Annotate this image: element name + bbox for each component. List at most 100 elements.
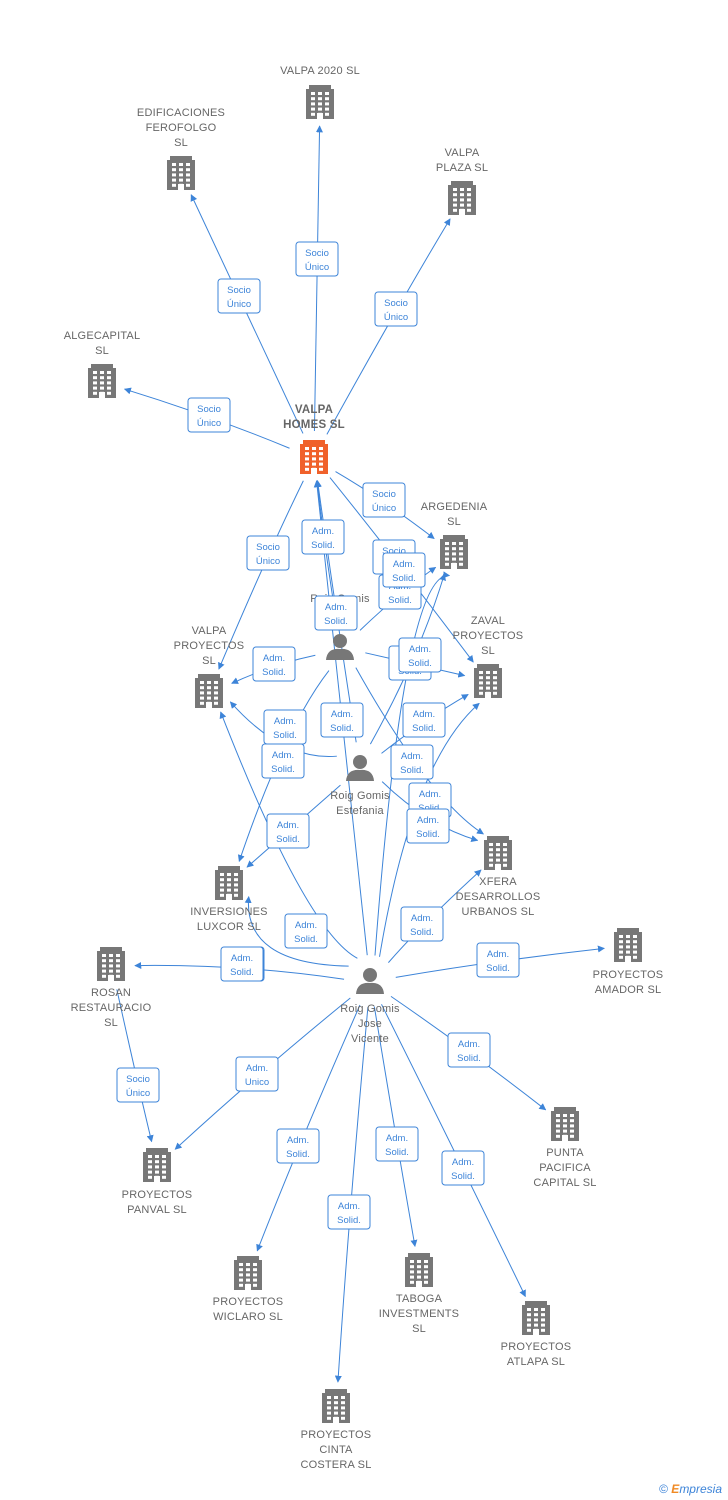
edge-label-box (362, 482, 406, 518)
edge-label-text: Adm. (401, 751, 423, 762)
node-label: PROYECTOS (501, 1341, 572, 1353)
node-label: DESARROLLOS (456, 891, 541, 903)
node-label: CINTA (319, 1444, 353, 1456)
building-icon (167, 156, 195, 190)
edge-label[interactable]: Adm.Solid. (441, 1150, 485, 1186)
edge-label[interactable]: Adm.Solid. (220, 946, 264, 982)
edge-label-text: Solid. (408, 658, 432, 669)
edge-label-text: Adm. (331, 709, 353, 720)
edge-label-text: Adm. (246, 1063, 268, 1074)
edge-label[interactable]: Adm.Solid. (284, 913, 328, 949)
edge-label[interactable]: Adm.Solid. (398, 637, 442, 673)
building-icon (322, 1389, 350, 1423)
edge-label[interactable]: Adm.Solid. (390, 744, 434, 780)
edge-label-text: Solid. (410, 927, 434, 938)
edge-label[interactable]: Adm.Solid. (314, 595, 358, 631)
node-label: SL (104, 1017, 118, 1029)
edge-label-box (398, 637, 442, 673)
edge-label-text: Adm. (411, 913, 433, 924)
edge-label[interactable]: Adm.Solid. (320, 702, 364, 738)
brand-name: mpresia (679, 1482, 722, 1496)
node-label: ALGECAPITAL (64, 330, 141, 342)
edge-label-box (220, 946, 264, 982)
node-label: TABOGA (396, 1293, 443, 1305)
building-icon (614, 928, 642, 962)
edge-label[interactable]: Adm.Solid. (402, 702, 446, 738)
edge-label-text: Socio (126, 1074, 150, 1085)
edge-label-text: Adm. (272, 750, 294, 761)
footer-brand[interactable]: © Empresia (659, 1482, 722, 1496)
edge-label[interactable]: Adm.Solid. (276, 1128, 320, 1164)
edge-label[interactable]: Adm.Solid. (266, 813, 310, 849)
edge-roigjose-inversiones (244, 895, 349, 967)
edge-label-text: Socio (384, 298, 408, 309)
edge-label[interactable]: Adm.Solid. (375, 1126, 419, 1162)
node-label: VALPA 2020 SL (280, 65, 360, 77)
node-label: ZAVAL (471, 615, 505, 627)
node-label: SL (202, 655, 216, 667)
edge-label-box (447, 1032, 491, 1068)
edge-label[interactable]: Adm.Solid. (447, 1032, 491, 1068)
edge-label-box (301, 519, 345, 555)
edge-label-text: Solid. (294, 934, 318, 945)
edge-label[interactable]: Adm.Solid. (382, 552, 426, 588)
edge-label-text: Adm. (487, 949, 509, 960)
edge-label-text: Único (372, 503, 396, 514)
building-icon (484, 836, 512, 870)
edge-label-box (246, 535, 290, 571)
edge-label[interactable]: Adm.Unico (235, 1056, 279, 1092)
edge-label-text: Adm. (417, 815, 439, 826)
edge-label[interactable]: Adm.Solid. (263, 709, 307, 745)
edge-label[interactable]: Adm.Solid. (301, 519, 345, 555)
edge-label[interactable]: Adm. Solid. (400, 906, 444, 942)
node-valpa2020[interactable]: VALPA 2020 SL (280, 65, 360, 119)
edge-label-text: Socio (305, 248, 329, 259)
edge-label-text: Solid. (412, 723, 436, 734)
building-icon (551, 1107, 579, 1141)
edge-label-text: Solid. (311, 540, 335, 551)
edge-label-text: Adm. (231, 953, 253, 964)
edge-label[interactable]: Adm.Solid. (406, 808, 450, 844)
edge-label-text: Solid. (286, 1149, 310, 1160)
node-label: Roig Gomis (330, 790, 390, 802)
node-label: PROYECTOS (213, 1296, 284, 1308)
edge-label-text: Solid. (273, 730, 297, 741)
edge-label[interactable]: Adm.Solid. (261, 743, 305, 779)
edge-label[interactable]: Adm.Solid. (327, 1194, 371, 1230)
edge-label[interactable]: Adm.Solid. (476, 942, 520, 978)
node-label: SL (412, 1323, 426, 1335)
edge-label-text: Adm. (386, 1133, 408, 1144)
edge-label-box (390, 744, 434, 780)
node-label: ARGEDENIA (421, 501, 488, 513)
edge-label[interactable]: Adm.Solid. (252, 646, 296, 682)
node-label: PROYECTOS (174, 640, 245, 652)
edge-label-text: Adm. (277, 820, 299, 831)
